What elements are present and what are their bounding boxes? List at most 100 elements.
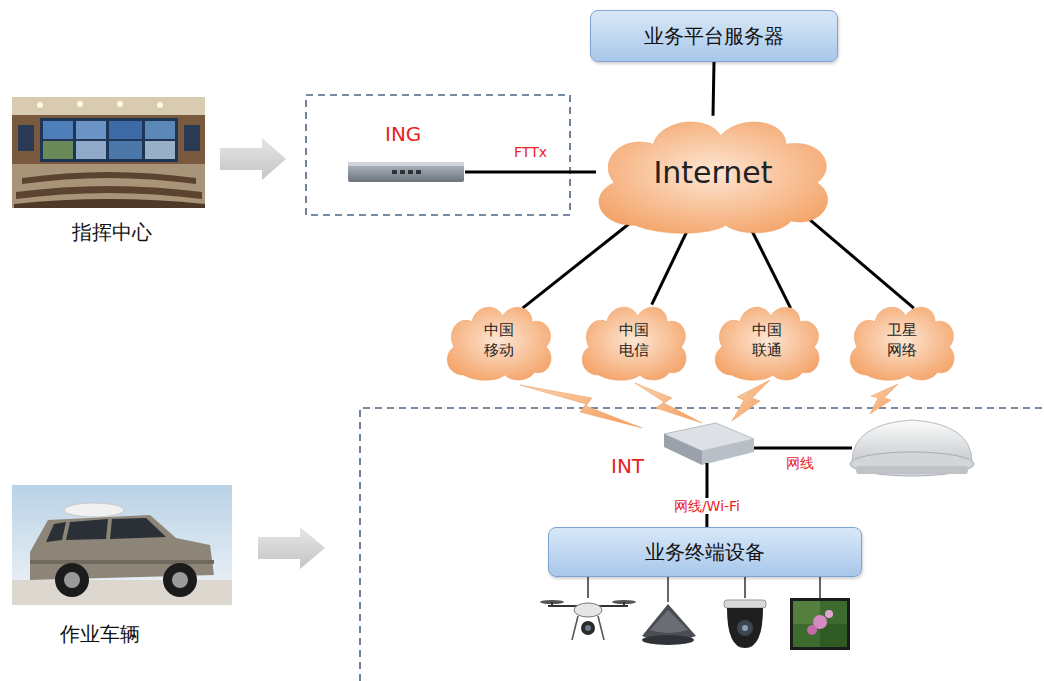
command-center-photo	[77, 101, 83, 107]
satellite-dome	[850, 420, 974, 476]
int-device	[706, 463, 709, 484]
command-center-photo	[43, 121, 73, 139]
drone-icon	[581, 621, 595, 635]
connector-line	[713, 62, 714, 116]
node-text: 业务平台服务器	[644, 23, 784, 50]
video-screen-icon	[793, 601, 847, 647]
connector-line	[465, 170, 596, 173]
carrier-cloud: 中国 移动	[440, 298, 558, 382]
cloud-outline	[440, 298, 558, 382]
cloud-outline	[708, 298, 826, 382]
ing-device	[408, 170, 413, 174]
edge-label: 网线/Wi-Fi	[672, 498, 742, 514]
terminal-wire	[819, 577, 820, 598]
vehicle-photo	[30, 560, 214, 564]
command-center-photo	[145, 141, 175, 159]
vehicle-photo	[163, 563, 197, 597]
place-label: 指挥中心	[72, 219, 152, 246]
ing-device	[348, 162, 464, 166]
drone-icon	[623, 602, 625, 607]
command-center-photo	[109, 141, 142, 159]
video-screen-icon	[790, 598, 850, 650]
cable-label: 网线	[786, 455, 814, 473]
ing-device	[348, 162, 464, 182]
command-center-photo	[14, 199, 205, 208]
edge-label: FTTx	[512, 144, 549, 160]
vehicle-photo	[64, 572, 80, 588]
wireless-link	[870, 384, 898, 414]
vehicle-photo	[110, 518, 166, 539]
node-text: 卫星 网络	[883, 320, 922, 361]
connector-line	[652, 226, 690, 305]
drone-icon	[585, 625, 591, 631]
int-device	[664, 423, 754, 484]
command-center-photo	[109, 121, 142, 139]
command-center-photo	[157, 102, 163, 108]
wireless-link	[732, 380, 770, 421]
connector-line	[749, 226, 790, 308]
command-center-photo	[12, 97, 205, 115]
vehicle-photo	[55, 563, 89, 597]
internet-cloud: Internet	[583, 108, 843, 236]
cloud-shape	[582, 307, 686, 380]
ing-device	[392, 170, 397, 174]
wireless-link	[520, 380, 898, 428]
satellite-cloud: 卫星 网络	[843, 298, 961, 382]
satellite-dome	[850, 452, 974, 476]
place-label: 作业车辆	[60, 621, 140, 648]
vehicle-photo	[46, 522, 66, 542]
command-center-photo	[145, 121, 175, 139]
drone-icon	[540, 600, 636, 640]
connector-line	[799, 210, 914, 308]
cloud-outline	[575, 298, 693, 382]
int-device	[664, 434, 702, 465]
video-screen-icon	[825, 610, 833, 618]
vehicle-photo	[12, 485, 232, 605]
dome-camera-icon	[737, 620, 753, 636]
node-text: 中国 电信	[615, 320, 654, 361]
node-text: INT	[611, 454, 644, 478]
command-center-photo	[18, 125, 34, 151]
server-box: 业务平台服务器	[590, 10, 838, 62]
command-center-photo	[16, 186, 202, 199]
dome-camera-icon	[727, 608, 763, 648]
vehicle-photo	[64, 503, 124, 517]
conference-phone-icon	[650, 610, 688, 633]
vehicle-photo	[172, 572, 188, 588]
command-center-photo	[12, 97, 205, 208]
command-center-photo	[12, 97, 205, 208]
cloud-outline	[843, 298, 961, 382]
cloud-shape	[447, 307, 551, 380]
dome-camera-icon	[742, 625, 748, 631]
node-text: 中国 移动	[480, 320, 519, 361]
command-center-photo	[117, 101, 123, 107]
drone-icon	[574, 603, 602, 617]
carrier-cloud: 中国 联通	[708, 298, 826, 382]
command-center-photo	[184, 125, 200, 151]
dome-camera-icon	[724, 600, 766, 608]
cloud-shape	[715, 307, 819, 380]
command-center-photo	[22, 172, 196, 184]
drone-icon	[572, 616, 578, 640]
cable-line	[754, 447, 852, 450]
drone-icon	[598, 616, 604, 640]
conference-phone-icon	[642, 604, 696, 645]
ing-gateway: ING	[345, 118, 465, 186]
connector-line	[523, 223, 630, 308]
terminal-wire	[587, 577, 588, 598]
cloud-shape	[599, 122, 828, 233]
conference-phone-icon	[642, 635, 694, 645]
terminal-box: 业务终端设备	[548, 527, 862, 577]
terminal-wire	[588, 577, 820, 602]
wireless-link	[635, 383, 702, 423]
video-screen-icon	[807, 625, 817, 635]
ing-device	[400, 170, 405, 174]
pointer-arrow	[220, 138, 286, 180]
ing-region	[306, 95, 570, 215]
satellite-dome	[856, 466, 968, 474]
command-center-photo	[37, 102, 43, 108]
ing-device	[348, 162, 464, 182]
command-center-photo	[43, 141, 73, 159]
node-text: ING	[385, 122, 421, 146]
